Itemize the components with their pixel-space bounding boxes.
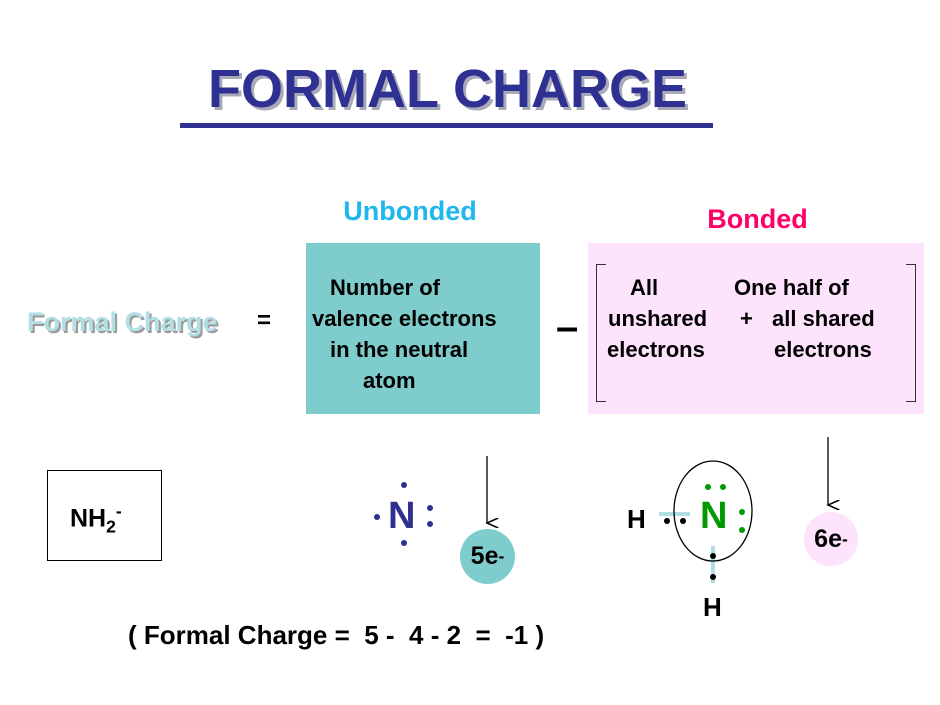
electron-dot — [427, 505, 433, 511]
formula-charge: - — [115, 501, 122, 521]
left-bracket — [596, 264, 606, 402]
unbonded-line: atom — [363, 368, 416, 393]
formula-subscript: 2 — [106, 516, 116, 537]
equals-sign: = — [257, 307, 272, 334]
nh2-formula: NH2- — [70, 501, 122, 537]
count-text: 6e — [814, 524, 842, 553]
unbonded-line: valence electrons — [312, 306, 497, 331]
bonded-right-line: electrons — [774, 337, 872, 362]
hydrogen-atom-bottom: H — [703, 592, 722, 622]
bond-electron-dot — [710, 553, 716, 559]
lone-pair-dot — [739, 527, 745, 533]
nh2-ion-box: NH2- — [47, 470, 162, 561]
nitrogen-circle — [673, 460, 753, 562]
bonded-left-line: unshared — [608, 306, 708, 331]
hydrogen-atom-left: H — [627, 504, 646, 534]
bond-electron-dot — [680, 518, 686, 524]
slide-title: FORMAL CHARGE — [208, 59, 687, 119]
bonded-right-line: One half of — [734, 275, 849, 300]
bonded-left-line: All — [630, 275, 659, 300]
formula-text: NH — [70, 504, 107, 533]
unbonded-box: Number of valence electrons in the neutr… — [306, 243, 540, 414]
bond-electron-dot — [710, 574, 716, 580]
nitrogen-atom: N — [388, 495, 416, 537]
bonded-right-line: all shared — [772, 306, 875, 331]
count-text: 5e — [470, 542, 499, 570]
bonded-box: All unshared electrons + One half of all… — [588, 243, 924, 414]
unbonded-label: Unbonded — [343, 196, 477, 226]
unbonded-line: Number of — [330, 275, 440, 300]
bonded-left-line: electrons — [607, 337, 705, 362]
lone-pair-dot — [720, 484, 726, 490]
lone-pair-dot — [739, 509, 745, 515]
minus-sign: – — [556, 305, 579, 349]
formal-charge-lhs: Formal Charge — [27, 307, 218, 337]
count-sign: - — [841, 528, 848, 549]
right-bracket — [906, 264, 916, 402]
lone-pair-dot — [705, 484, 711, 490]
unbonded-electron-count: 5e- — [460, 529, 515, 584]
electron-dot — [427, 521, 433, 527]
electron-dot — [401, 540, 407, 546]
bond-electron-dot — [664, 518, 670, 524]
electron-dot — [401, 482, 407, 488]
plus-sign: + — [740, 306, 753, 331]
bonded-label: Bonded — [707, 204, 808, 234]
count-sign: - — [498, 546, 505, 566]
bonded-electron-count: 6e- — [804, 512, 858, 566]
nitrogen-atom-bonded: N — [700, 495, 728, 537]
formal-charge-calculation: ( Formal Charge = 5 - 4 - 2 = -1 ) — [128, 620, 545, 650]
unbonded-line: in the neutral — [330, 337, 469, 362]
title-underline — [180, 123, 713, 128]
electron-dot — [374, 514, 380, 520]
